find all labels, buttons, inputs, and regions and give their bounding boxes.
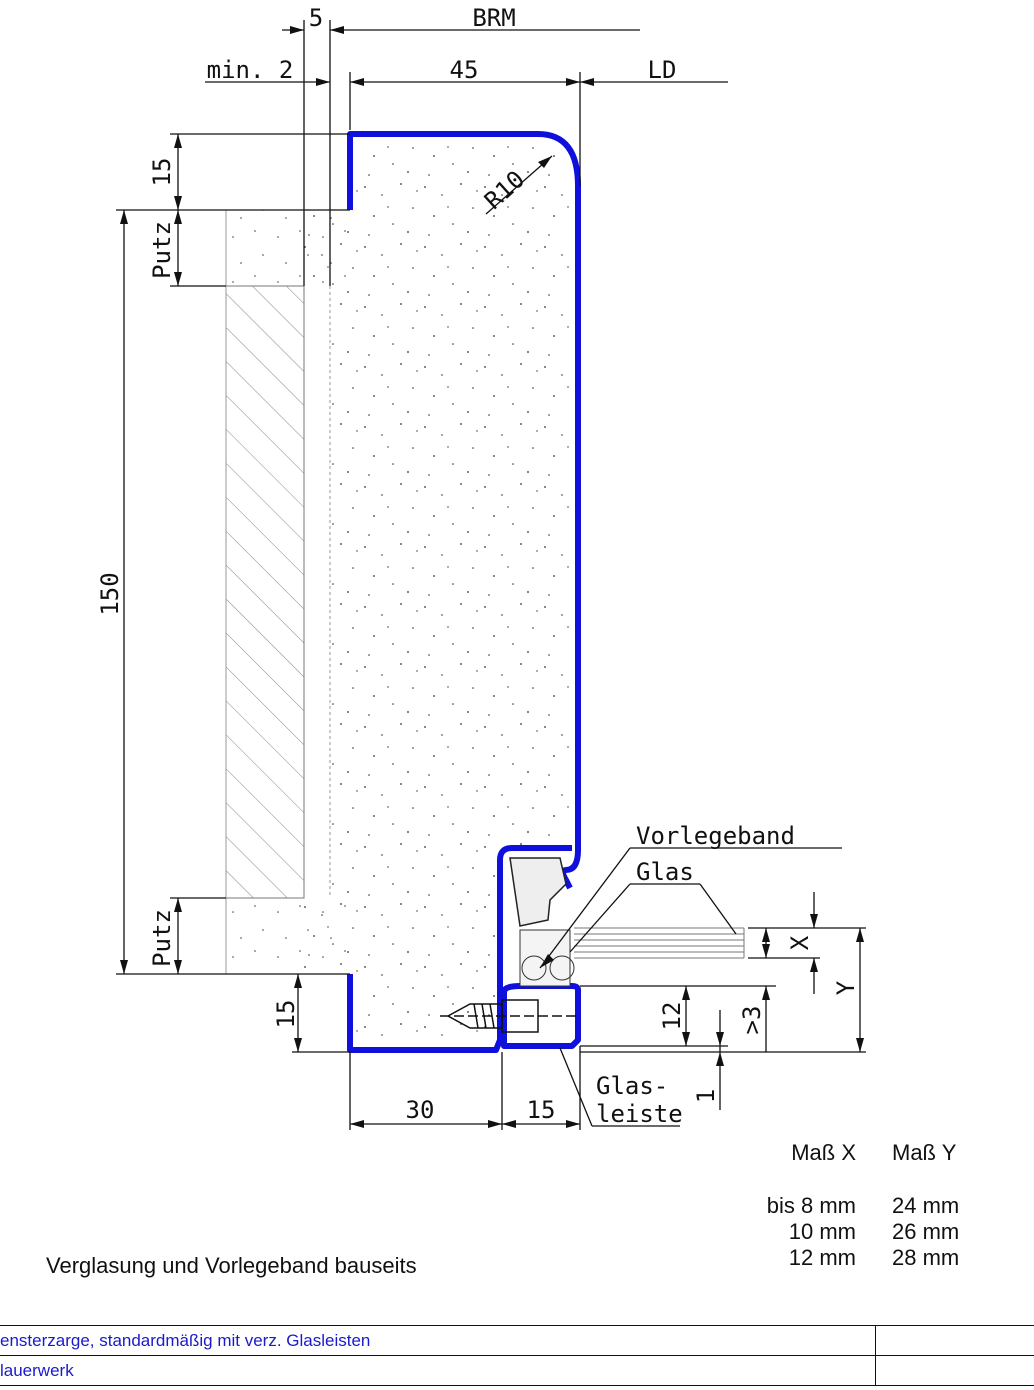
dim-ge3: >3 (738, 1006, 766, 1035)
screw (440, 999, 580, 1033)
seal-profile (509, 857, 567, 927)
table-header-x: Maß X (791, 1140, 856, 1165)
dim-x: X (786, 935, 814, 950)
table-row-3-x: 12 mm (789, 1245, 856, 1270)
dim-15-bottom: 15 (272, 1000, 300, 1029)
frame-section-drawing: 5 BRM min. 2 45 LD 15 Putz R10 150 Putz … (96, 4, 959, 1270)
mortar-fill (304, 140, 572, 1045)
dimension-arrows (120, 26, 864, 1128)
table-header-y: Maß Y (892, 1140, 957, 1165)
dim-y: Y (832, 980, 860, 995)
dim-30: 30 (406, 1096, 435, 1124)
dim-150: 150 (96, 572, 124, 615)
dim-5: 5 (309, 4, 323, 32)
dim-ld: LD (648, 56, 677, 84)
glazing-note: Verglasung und Vorlegeband bauseits (46, 1253, 417, 1278)
dim-min2: min. 2 (207, 56, 294, 84)
table-row-3-y: 28 mm (892, 1245, 959, 1270)
table-row-1-x: bis 8 mm (767, 1193, 856, 1218)
frame-profile-lower (347, 845, 572, 1053)
title-block-bottom-line (0, 1385, 1034, 1386)
seal-round-2 (549, 955, 575, 981)
dim-45: 45 (450, 56, 479, 84)
dim-1: 1 (692, 1089, 720, 1103)
label-glasleiste-1: Glas- (596, 1072, 668, 1100)
table-row-2-y: 26 mm (892, 1219, 959, 1244)
label-glasleiste-2: leiste (596, 1100, 683, 1128)
table-row-1-y: 24 mm (892, 1193, 959, 1218)
dim-putz-bottom: Putz (148, 909, 176, 967)
dim-putz-top: Putz (148, 221, 176, 279)
masonry-hatch (225, 285, 305, 899)
title-block-description: ensterzarge, standardmäßig mit verz. Gla… (0, 1331, 371, 1350)
label-glas: Glas (636, 858, 694, 886)
title-block-divider-2 (875, 1356, 876, 1386)
seal-round (521, 955, 547, 981)
table-row-2-x: 10 mm (789, 1219, 856, 1244)
title-block-row-1: ensterzarge, standardmäßig mit verz. Gla… (0, 1325, 1034, 1356)
dim-15-top: 15 (148, 158, 176, 187)
title-block-divider (875, 1326, 876, 1356)
dim-15-base: 15 (527, 1096, 556, 1124)
glass-pane (574, 927, 745, 959)
title-block-material: lauerwerk (0, 1361, 74, 1380)
label-vorlegeband: Vorlegeband (636, 822, 795, 850)
title-block-row-2: lauerwerk (0, 1355, 1034, 1386)
dim-brm: BRM (472, 4, 515, 32)
dim-12: 12 (658, 1002, 686, 1031)
